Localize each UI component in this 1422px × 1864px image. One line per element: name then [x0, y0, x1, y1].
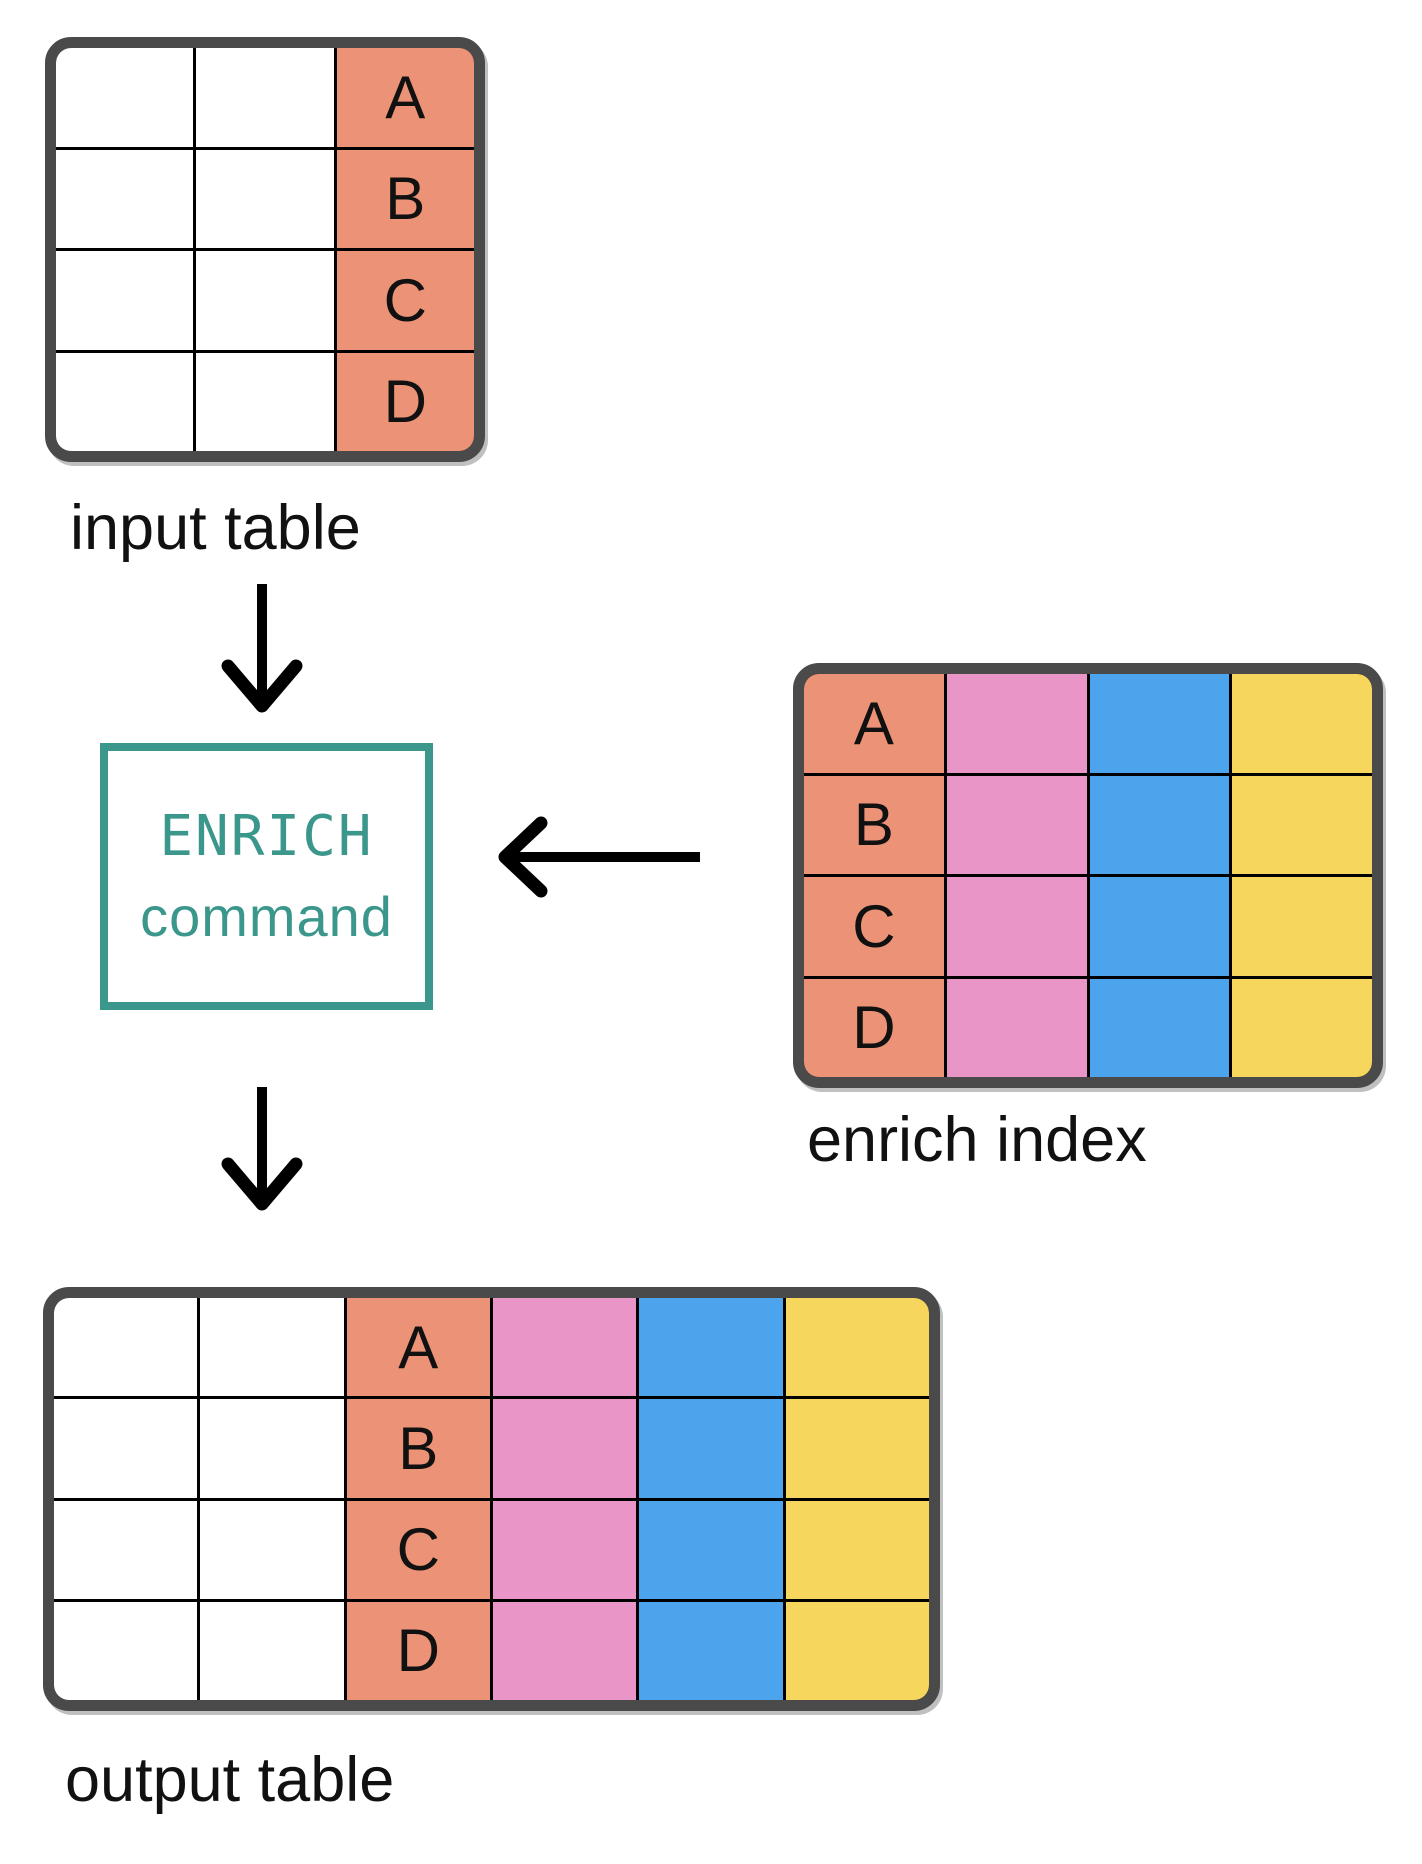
output-cell-r4c1 [54, 1601, 198, 1700]
down-arrow-icon [221, 584, 303, 713]
output-cell-r1c1 [54, 1298, 198, 1397]
output-cell-r2c1 [54, 1399, 198, 1498]
output-cell-r4c3: D [346, 1601, 490, 1700]
input-cell-r2c1 [56, 149, 194, 248]
output-cell-r2c6 [785, 1399, 929, 1498]
output-cell-r4c4 [492, 1601, 637, 1700]
output-cell-r1c3: A [346, 1298, 490, 1397]
input-cell-r1c2 [196, 48, 334, 147]
enrich-index-cell-r2c3 [1089, 775, 1230, 874]
enrich-command-word: command [140, 884, 393, 948]
output-cell-r2c2 [200, 1399, 344, 1498]
enrich-index-cell-r2c1: B [804, 775, 944, 874]
enrich-index-cell-r3c2 [946, 877, 1087, 976]
enrich-index-cell-r3c1: C [804, 877, 944, 976]
output-cell-r3c1 [54, 1500, 198, 1599]
input-cell-r1c1 [56, 48, 194, 147]
enrich-index-cell-r4c2 [946, 978, 1087, 1077]
enrich-index-cell-r3c3 [1089, 877, 1230, 976]
output-cell-r3c2 [200, 1500, 344, 1599]
input-cell-r4c2 [196, 352, 334, 451]
output-cell-r2c5 [639, 1399, 783, 1498]
input-cell-r3c3: C [336, 251, 474, 350]
enrich-command-keyword: ENRICH [159, 803, 374, 869]
enrich-index-cell-r1c2 [946, 674, 1087, 773]
enrich-index-cell-r4c4 [1232, 978, 1372, 1077]
enrich-index-cell-r1c4 [1232, 674, 1372, 773]
output-cell-r2c4 [492, 1399, 637, 1498]
output-cell-r1c2 [200, 1298, 344, 1397]
output-cell-r2c3: B [346, 1399, 490, 1498]
output-cell-r4c2 [200, 1601, 344, 1700]
output-cell-r3c6 [785, 1500, 929, 1599]
input-cell-r2c3: B [336, 149, 474, 248]
input-cell-r4c3: D [336, 352, 474, 451]
input-cell-r3c2 [196, 251, 334, 350]
output-cell-r1c6 [785, 1298, 929, 1397]
input-cell-r2c2 [196, 149, 334, 248]
output-cell-r1c4 [492, 1298, 637, 1397]
output-cell-r4c6 [785, 1601, 929, 1700]
enrich-index-label: enrich index [807, 1105, 1147, 1175]
enrich-index-cell-r2c2 [946, 775, 1087, 874]
output-table-label: output table [65, 1745, 395, 1815]
input-table-label: input table [70, 493, 361, 563]
input-cell-r3c1 [56, 251, 194, 350]
enrich-index-cell-r1c1: A [804, 674, 944, 773]
input-cell-r4c1 [56, 352, 194, 451]
down-arrow-icon [221, 1087, 303, 1211]
enrich-index-cell-r4c3 [1089, 978, 1230, 1077]
enrich-index-cell-r2c4 [1232, 775, 1372, 874]
enrich-index-cell-r3c4 [1232, 877, 1372, 976]
enrich-index-cell-r4c1: D [804, 978, 944, 1077]
enrich-command-box: ENRICH command [100, 743, 433, 1010]
output-cell-r4c5 [639, 1601, 783, 1700]
output-cell-r3c4 [492, 1500, 637, 1599]
enrich-index-cell-r1c3 [1089, 674, 1230, 773]
output-cell-r1c5 [639, 1298, 783, 1397]
input-cell-r1c3: A [336, 48, 474, 147]
output-cell-r3c3: C [346, 1500, 490, 1599]
left-arrow-icon [498, 816, 700, 898]
output-cell-r3c5 [639, 1500, 783, 1599]
